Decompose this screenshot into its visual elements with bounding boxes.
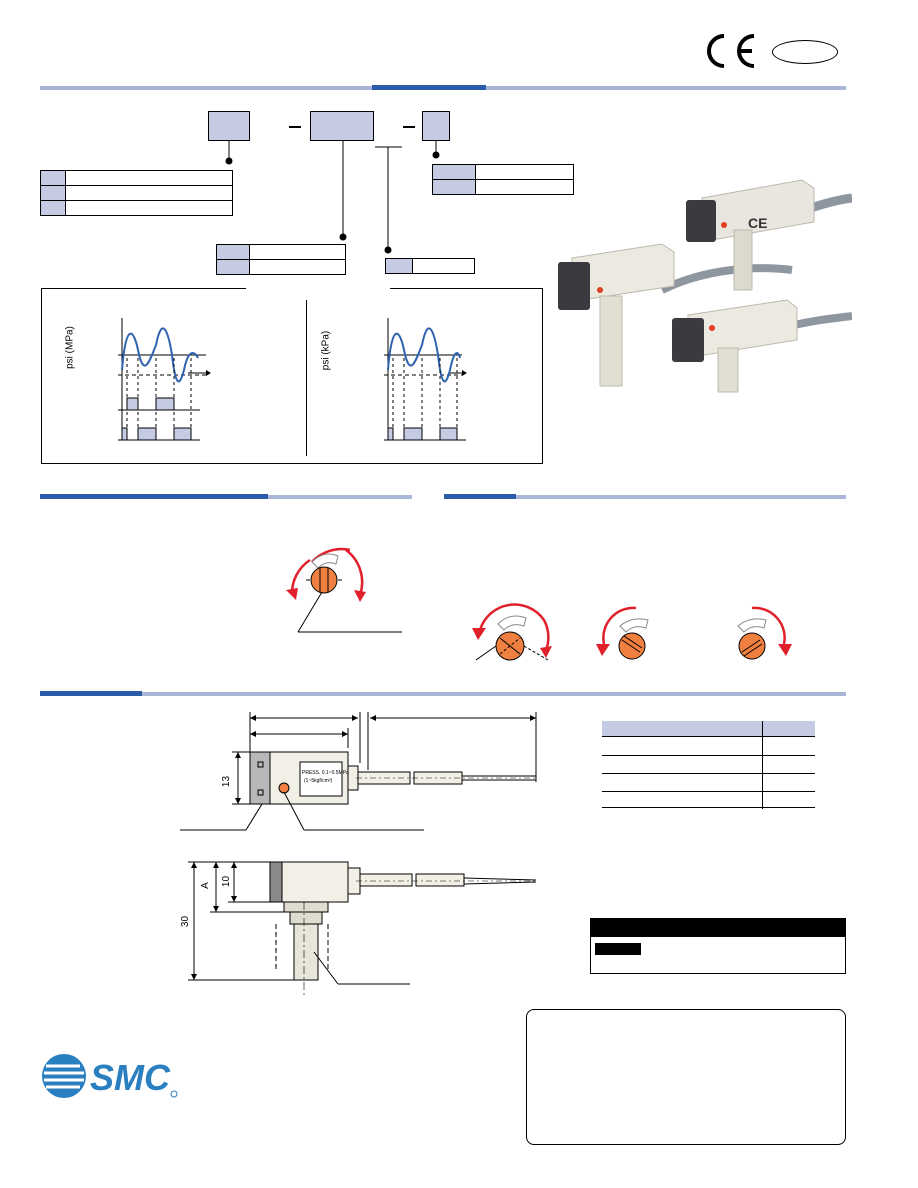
header-rule-dark [372,85,486,90]
dim-30: 30 [180,915,192,928]
dash-1 [289,126,301,128]
graph-divider [306,300,307,456]
section-rule-full-dark [40,691,142,696]
label-text-sub: (1~5kgf/cm²) [304,778,333,784]
dash-2 [403,126,415,128]
smc-logo: SMC [40,1052,180,1102]
info-box [526,1009,846,1145]
note-box-tag [595,943,641,955]
section-rule-left-dark [40,494,268,499]
dim-13: 13 [221,775,233,788]
section-rule-right-dark [444,494,516,499]
spec-table [602,721,815,809]
label-text-top: PRESS. 0.1~0.5MPa [302,770,349,776]
section-rule-full-light [40,692,846,696]
part-code-box-1 [208,111,250,141]
option-table-left [40,170,233,216]
part-code-box-3 [422,111,450,141]
knob-diagram-ccw [596,606,649,660]
option-table-small [385,258,475,274]
switching-graph-right [384,318,467,441]
part-code-box-2 [310,111,374,141]
dim-10: 10 [221,875,233,888]
note-box-header [591,919,845,937]
graph-left-ylabel: psi (MPa) [64,326,76,369]
adjustment-knob-diagram [286,547,402,633]
section-rule-right-light [444,495,846,499]
option-table-right [432,164,574,195]
knob-diagram-cw [737,606,792,660]
svg-text:CE: CE [748,215,767,231]
switching-graph-left [118,318,211,441]
ce-mark [702,30,760,72]
dim-A: A [199,882,211,889]
knob-diagram-center [472,603,552,661]
part-code-leaders [225,141,440,254]
dimension-drawing: PRESS. 0.1~0.5MPa (1~5kgf/cm²) [180,712,538,998]
graph-right-ylabel: psi (kPa) [320,330,332,371]
smc-logo-text: SMC [90,1057,171,1098]
option-table-middle [216,244,346,275]
graph-title-gap [246,286,390,291]
product-photo: CE [558,179,852,393]
note-box [590,918,846,974]
ul-badge-oval [772,40,838,64]
